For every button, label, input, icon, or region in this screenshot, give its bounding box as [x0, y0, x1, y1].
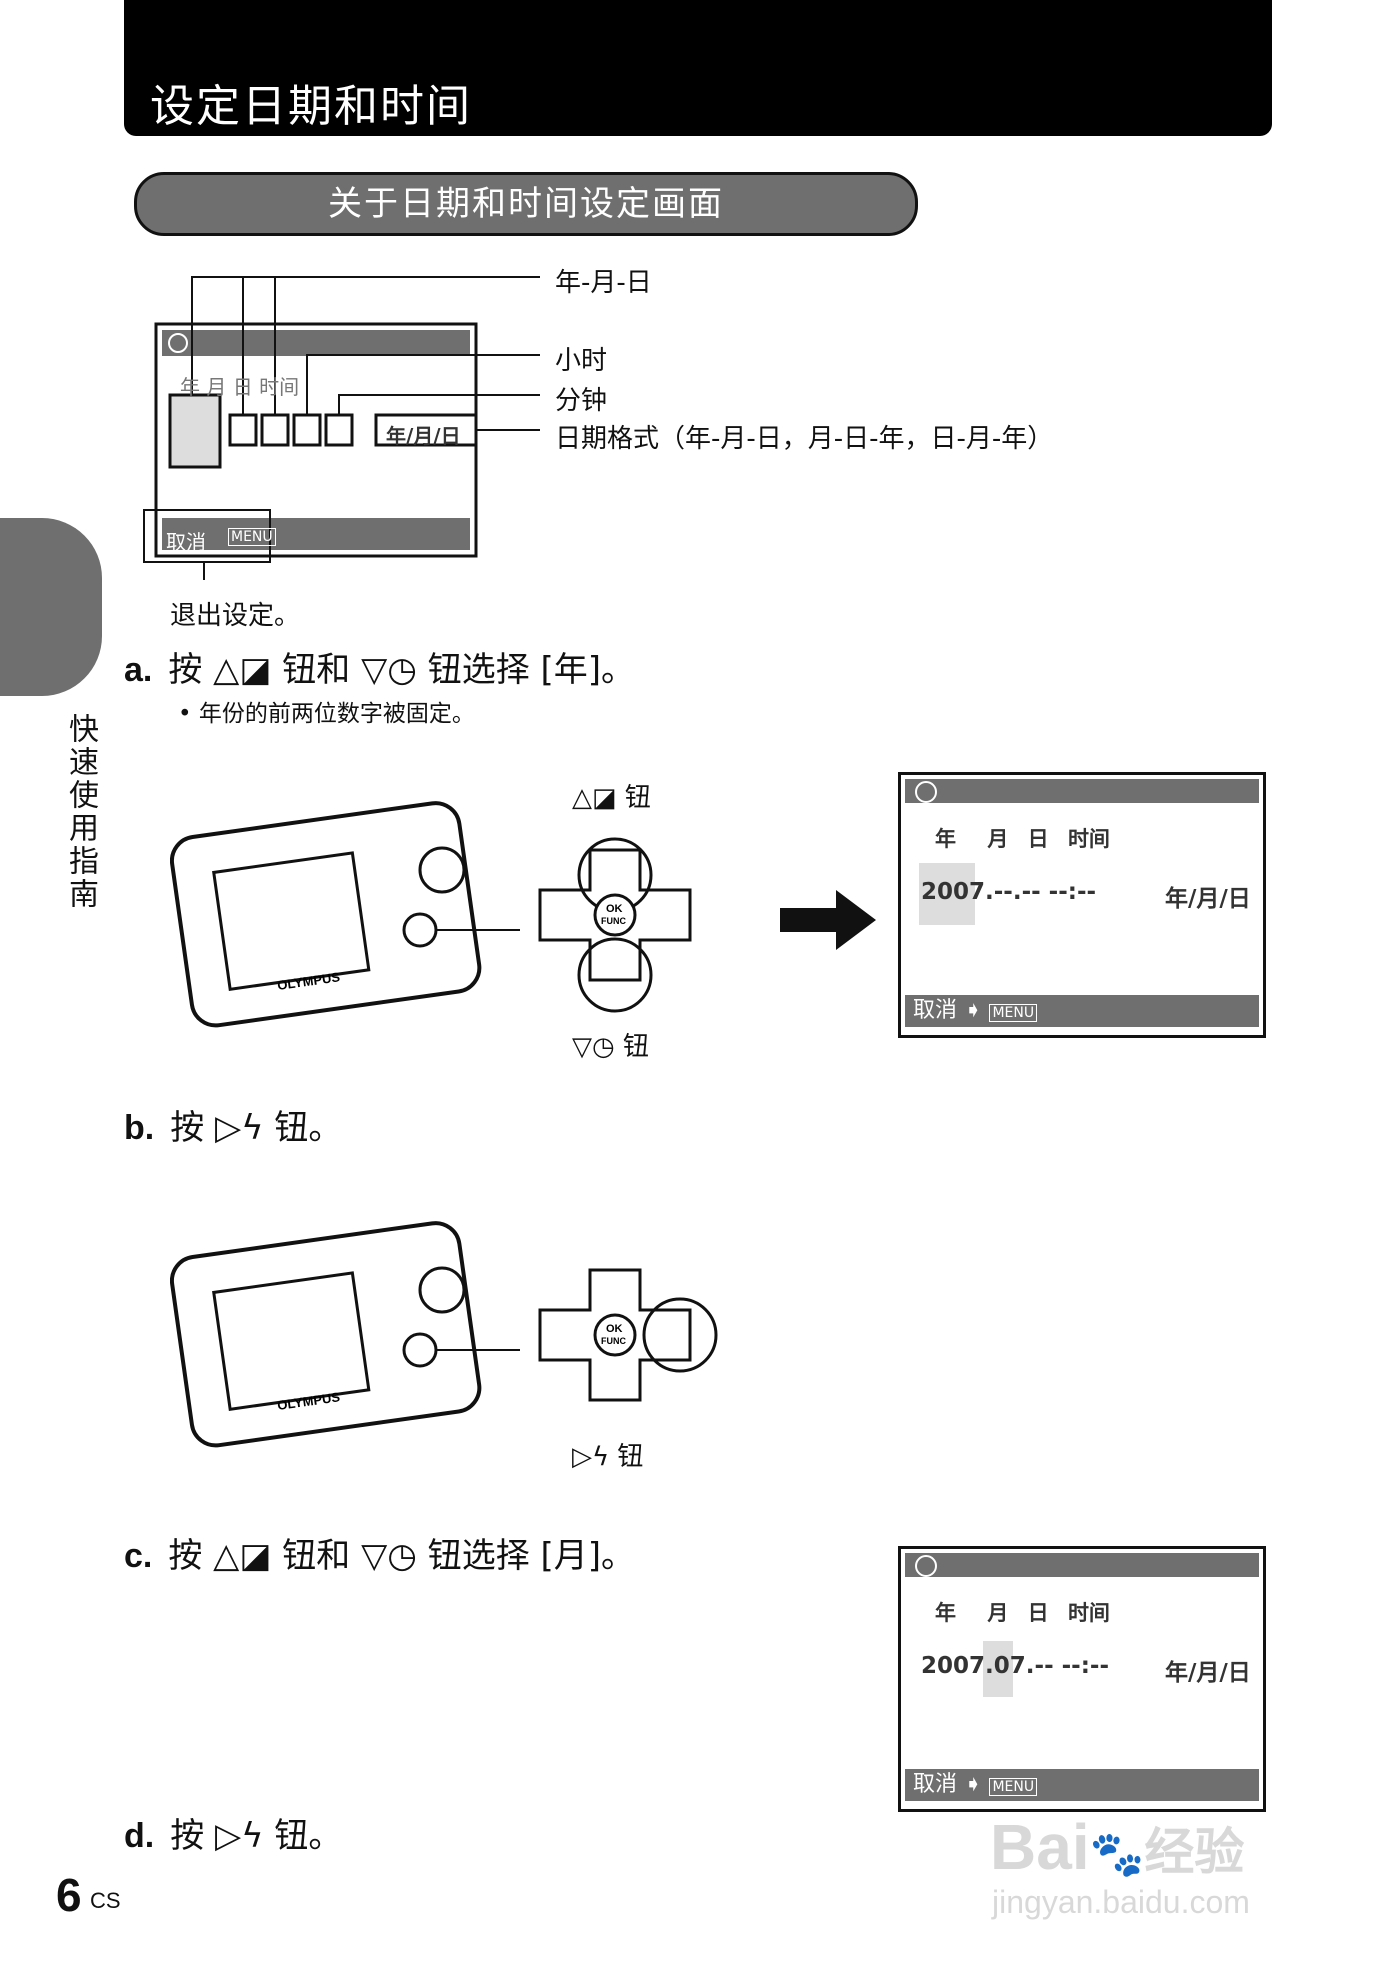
rest-value-c: .-- --:-- [1025, 1653, 1109, 1679]
diagram-menu-key: MENU [228, 528, 276, 546]
screen-a-format: 年/月/日 [1165, 886, 1251, 912]
screen-c-headers: 年 月 日 时间 [935, 1597, 1110, 1627]
rest-value: .--.-- --:-- [985, 879, 1097, 905]
paw-icon: 🐾 [1089, 1830, 1145, 1879]
step-d-text: 钮。 [274, 1816, 343, 1856]
step-c-letter: c. [124, 1537, 153, 1575]
step-a-text-1: 钮和 [282, 650, 351, 690]
date-screen-diagram [143, 276, 540, 580]
up-button-icon-c: △◪ [213, 1536, 272, 1576]
svg-text:OK: OK [606, 1323, 623, 1335]
hdr-day: 日 [1027, 827, 1049, 851]
page-title: 设定日期和时间 [150, 81, 472, 132]
step-c-text-1: 钮和 [282, 1536, 351, 1576]
down-button-icon-c: ▽◷ [361, 1536, 417, 1576]
hdr-day-c: 日 [1027, 1601, 1049, 1625]
right-button-icon: ▷ϟ [215, 1108, 264, 1148]
watermark-jingyan: 经验 [1144, 1824, 1245, 1880]
diagram-headers: 年 月 日 时间 [180, 375, 300, 399]
screen-a-bottombar: 取消 ➧ MENU [905, 995, 1259, 1027]
clock-icon-c [915, 1555, 937, 1577]
month-highlight [983, 1641, 1013, 1697]
menu-key-c: MENU [989, 1778, 1038, 1796]
step-d-letter: d. [124, 1817, 155, 1855]
diagram-cancel: 取消 [166, 530, 206, 554]
side-label: 快速使用指南 [63, 713, 98, 911]
step-a-note: • 年份的前两位数字被固定。 [178, 701, 475, 727]
step-c-prefix: 按 [168, 1536, 203, 1576]
hdr-year-c: 年 [935, 1601, 956, 1625]
step-a: a. 按 △◪ 钮和 ▽◷ 钮选择 [年]。 [124, 642, 635, 691]
screen-c-topbar [905, 1553, 1259, 1577]
cancel-label-c: 取消 [913, 1772, 958, 1797]
step-b-letter: b. [124, 1109, 155, 1147]
screen-a-value: 2007.--.-- --:-- [921, 879, 1096, 905]
watermark-url: jingyan.baidu.com [992, 1884, 1250, 1920]
year-value: 2007 [921, 879, 986, 905]
screen-c-format: 年/月/日 [1165, 1660, 1251, 1686]
clock-icon [915, 781, 937, 803]
step-a-letter: a. [124, 651, 153, 689]
hdr-month: 月 [987, 827, 1009, 851]
step-d: d. 按 ▷ϟ 钮。 [124, 1808, 342, 1857]
screen-c: 年 月 日 时间 2007.07.-- --:-- 年/月/日 取消 ➧ MEN… [898, 1546, 1266, 1812]
callout-minute: 分钟 [555, 386, 608, 416]
callout-date-format: 日期格式（年-月-日，月-日-年，日-月-年） [555, 424, 1054, 454]
screen-a-topbar [905, 779, 1259, 803]
year-value-c: 2007. [921, 1653, 994, 1679]
month-value-c: 07 [993, 1653, 1026, 1679]
step-a-prefix: 按 [168, 650, 203, 690]
watermark-brand: Bai🐾经验 [990, 1810, 1244, 1884]
step-a-text-2: 钮选择 [年]。 [427, 650, 636, 690]
right-button-label: ▷ϟ 钮 [572, 1442, 644, 1472]
right-button-word: 钮 [617, 1442, 644, 1472]
step-c: c. 按 △◪ 钮和 ▽◷ 钮选择 [月]。 [124, 1528, 635, 1577]
exit-note: 退出设定。 [170, 601, 301, 631]
hdr-year: 年 [935, 827, 956, 851]
step-b-text: 钮。 [274, 1108, 343, 1148]
section-title: 关于日期和时间设定画面 [134, 172, 918, 236]
step-b-prefix: 按 [170, 1108, 205, 1148]
down-button-label: ▽◷ 钮 [572, 1032, 649, 1062]
camera-illustration-b: OLYMPUS OK FUNC [170, 1221, 718, 1448]
page-number: 6 [56, 1869, 82, 1921]
step-b: b. 按 ▷ϟ 钮。 [124, 1100, 342, 1149]
down-button-icon: ▽◷ [361, 650, 417, 690]
svg-text:FUNC: FUNC [601, 1336, 626, 1346]
side-tab [0, 518, 102, 696]
page-header [124, 0, 1272, 136]
watermark-bai: Bai [990, 1811, 1090, 1883]
hdr-month-c: 月 [987, 1601, 1009, 1625]
right-button-icon-d: ▷ϟ [215, 1816, 264, 1856]
up-button-label: △◪ 钮 [572, 783, 651, 813]
up-button-icon: △◪ [213, 650, 272, 690]
screen-a: 年 月 日 时间 2007.--.-- --:-- 年/月/日 取消 ➧ MEN… [898, 772, 1266, 1038]
arrow-right-icon [780, 890, 876, 950]
svg-text:OK: OK [606, 903, 623, 915]
hdr-time-c: 时间 [1067, 1601, 1110, 1625]
hdr-time: 时间 [1067, 827, 1110, 851]
cancel-label: 取消 [913, 998, 958, 1023]
callout-ymd: 年-月-日 [555, 268, 652, 298]
svg-text:FUNC: FUNC [601, 916, 626, 926]
screen-a-headers: 年 月 日 时间 [935, 823, 1110, 853]
screen-c-value: 2007.07.-- --:-- [921, 1653, 1109, 1679]
screen-c-bottombar: 取消 ➧ MENU [905, 1769, 1259, 1801]
step-c-text-2: 钮选择 [月]。 [427, 1536, 636, 1576]
menu-key: MENU [989, 1004, 1038, 1022]
diagram-format: 年/月/日 [386, 424, 461, 448]
camera-illustration-a: OLYMPUS OK FUNC [170, 801, 692, 1028]
year-highlight [919, 863, 975, 925]
callout-hour: 小时 [555, 346, 608, 376]
down-button-word: 钮 [622, 1032, 649, 1062]
page-suffix: CS [90, 1888, 121, 1913]
up-button-word: 钮 [624, 783, 651, 813]
step-a-note-text: 年份的前两位数字被固定。 [198, 701, 475, 727]
step-d-prefix: 按 [170, 1816, 205, 1856]
